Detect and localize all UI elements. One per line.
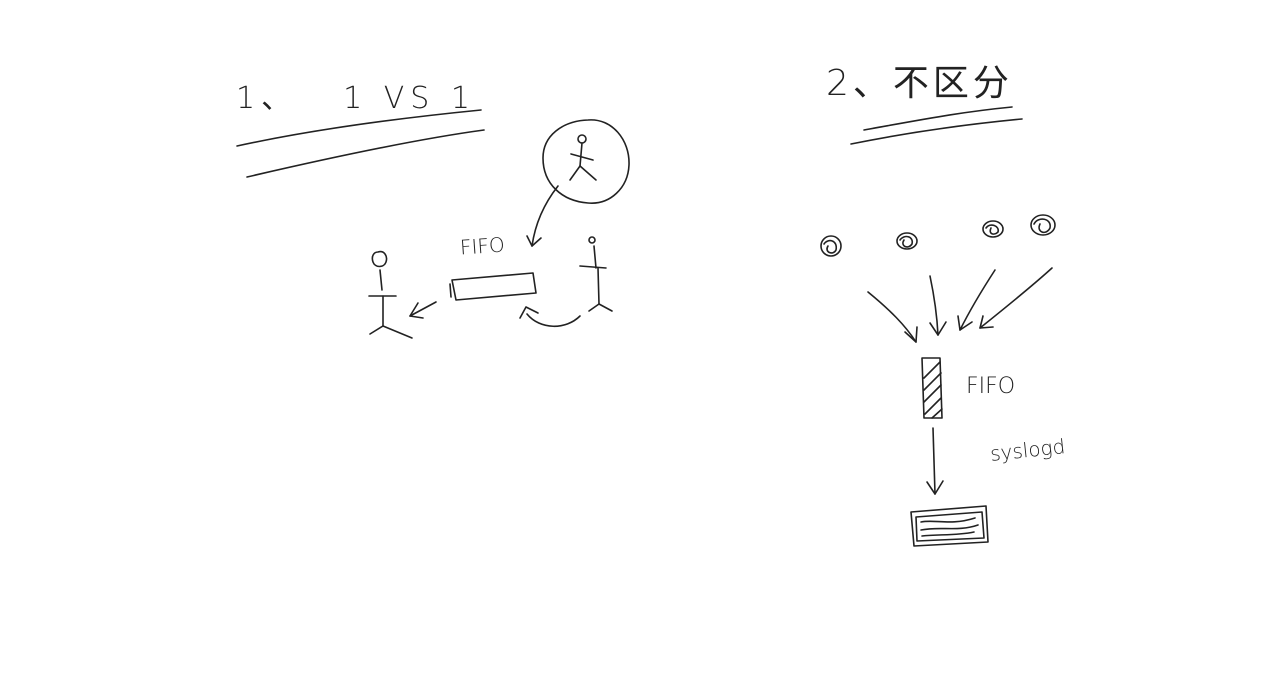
section-2-number: 2、 [826, 63, 893, 104]
section-1-underline [236, 109, 485, 178]
sender-to-queue-arrow [519, 306, 581, 327]
fifo-hatched-bar [921, 357, 943, 419]
observer-arrow [526, 185, 559, 247]
process-circle-icon [1030, 214, 1056, 236]
process-circle-icon [896, 232, 918, 250]
section-2-underline [850, 106, 1023, 145]
process-circle-icon [982, 220, 1004, 238]
circled-person-icon [542, 119, 630, 204]
down-arrow [926, 427, 944, 495]
converging-arrow [979, 267, 1053, 329]
fifo-label-right: FIFO [966, 374, 1016, 399]
section-2-title: 2、不区分 [826, 66, 1013, 102]
section-1-title: 1、 1 VS 1 [236, 84, 476, 114]
section-1-title-text: 1 VS 1 [343, 81, 476, 116]
queue-to-receiver-arrow [409, 301, 437, 319]
fifo-queue-box [449, 272, 537, 301]
converging-arrow [929, 275, 947, 336]
log-file-icon [910, 505, 989, 547]
fifo-label-left: FIFO [459, 232, 506, 260]
converging-arrow [867, 291, 918, 343]
receiver-person-icon [368, 250, 413, 339]
converging-arrow [957, 269, 996, 331]
process-circle-icon [820, 235, 842, 257]
section-2-title-text: 不区分 [892, 63, 1013, 104]
sender-person-icon [579, 236, 613, 312]
section-1-number: 1、 [236, 81, 298, 116]
